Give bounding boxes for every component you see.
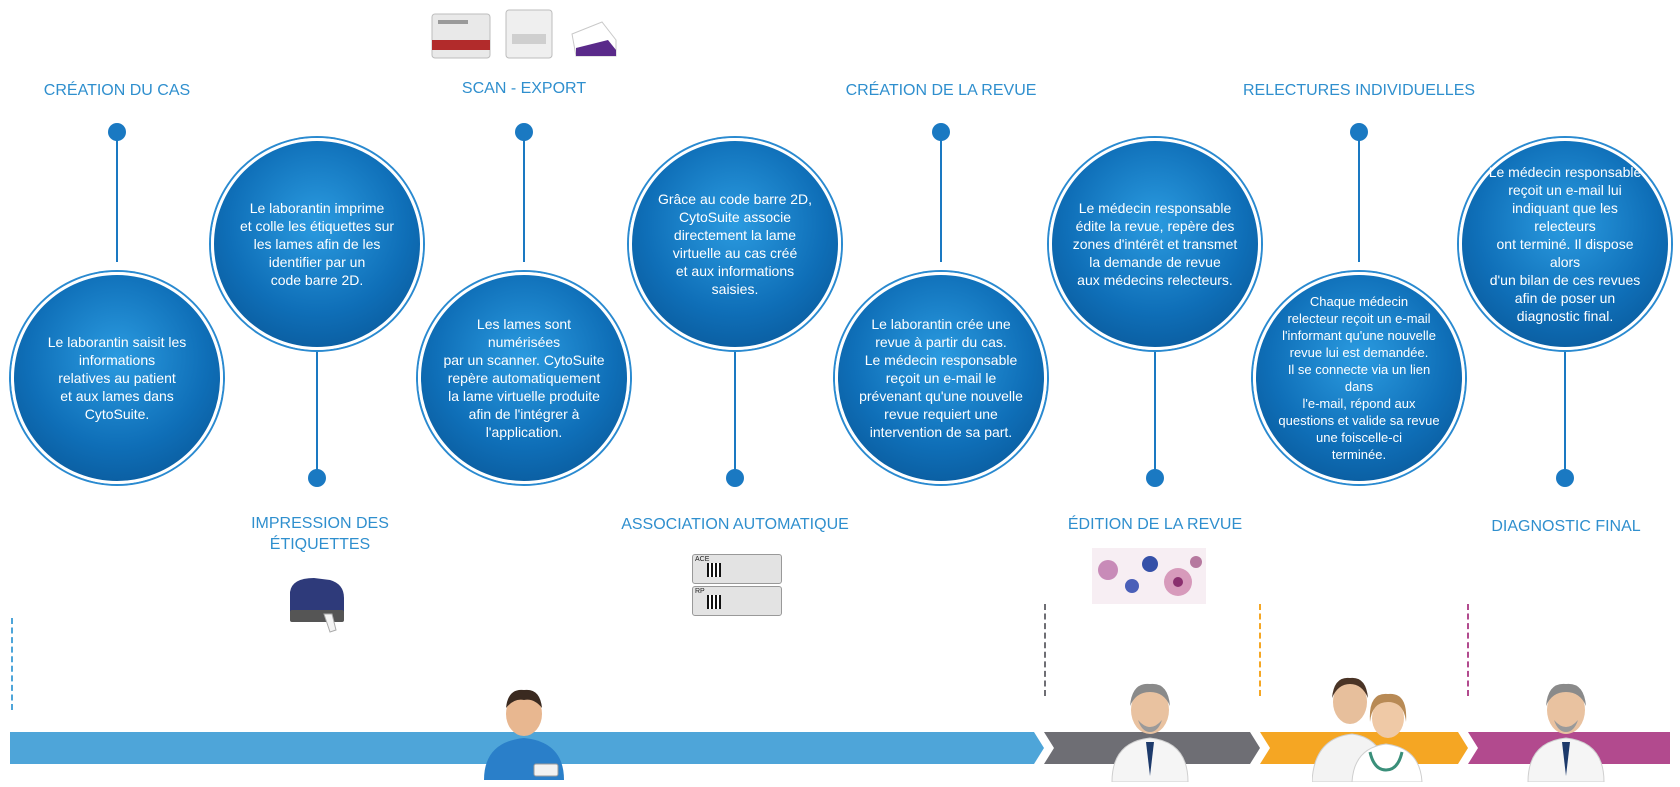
connector-line — [523, 132, 525, 262]
step-bubble-individual-reviews: Chaque médecin relecteur reçoit un e-mai… — [1253, 272, 1465, 484]
connector-line — [734, 350, 736, 478]
step-description: Le laborantin saisit les informations re… — [47, 334, 187, 422]
doctor-icon — [1108, 676, 1192, 783]
step-title-review-creation: CRÉATION DE LA REVUE — [845, 82, 1037, 99]
step-title-scan-export: SCAN - EXPORT — [461, 80, 587, 97]
lab-technician-icon — [478, 680, 570, 780]
reviewer-doctors-icon — [1311, 672, 1424, 783]
connector-line — [1358, 132, 1360, 262]
step-bubble-label-printing: Le laborantin imprime et colle les étiqu… — [211, 138, 423, 350]
step-description: Les lames sont numérisées par un scanner… — [443, 316, 605, 440]
timeline-dot — [1556, 469, 1574, 487]
timeline-dot — [308, 469, 326, 487]
timeline-dot — [726, 469, 744, 487]
phase-marker-reviews — [1259, 604, 1261, 696]
connector-line — [316, 350, 318, 478]
step-description: Le médecin responsable édite la revue, r… — [1072, 200, 1238, 288]
label-printer-icon — [284, 570, 350, 636]
process-track — [0, 728, 1680, 768]
step-bubble-scan-export: Les lames sont numérisées par un scanner… — [418, 272, 630, 484]
phase-marker-diagnosis — [1467, 604, 1469, 696]
step-bubble-final-diagnosis: Le médecin responsable reçoit un e-mail … — [1459, 138, 1671, 350]
connector-line — [1154, 350, 1156, 478]
doctor-icon — [1524, 676, 1608, 783]
step-description: Chaque médecin relecteur reçoit un e-mai… — [1278, 294, 1440, 462]
step-title-case-creation: CRÉATION DU CAS — [43, 82, 191, 99]
step-title-label-printing: IMPRESSION DES ÉTIQUETTES — [251, 515, 389, 553]
barcode-slides-icon: ACE RP — [692, 554, 782, 618]
slide-label: RP — [695, 588, 705, 595]
step-title-auto-association: ASSOCIATION AUTOMATIQUE — [621, 516, 849, 533]
step-bubble-case-creation: Le laborantin saisit les informations re… — [11, 272, 223, 484]
microscopy-cells-icon — [1092, 548, 1206, 604]
step-title-individual-reviews: RELECTURES INDIVIDUELLES — [1242, 82, 1476, 99]
step-description: Grâce au code barre 2D, CytoSuite associ… — [657, 191, 813, 297]
connector-line — [940, 132, 942, 262]
connector-line — [1564, 350, 1566, 478]
step-description: Le médecin responsable reçoit un e-mail … — [1488, 164, 1642, 324]
phase-marker-editing — [1044, 604, 1046, 696]
step-bubble-review-editing: Le médecin responsable édite la revue, r… — [1049, 138, 1261, 350]
step-bubble-review-creation: Le laborantin crée une revue à partir du… — [835, 272, 1047, 484]
phase-marker-lab — [11, 618, 13, 710]
step-title-final-diagnosis: DIAGNOSTIC FINAL — [1491, 518, 1641, 535]
step-description: Le laborantin imprime et colle les étiqu… — [239, 200, 395, 288]
connector-line — [116, 132, 118, 262]
slide-label: ACE — [695, 556, 710, 563]
timeline-dot — [1146, 469, 1164, 487]
scanner-devices-icon — [430, 8, 620, 60]
step-bubble-auto-association: Grâce au code barre 2D, CytoSuite associ… — [629, 138, 841, 350]
step-title-review-editing: ÉDITION DE LA REVUE — [1067, 516, 1243, 533]
step-description: Le laborantin crée une revue à partir du… — [859, 316, 1023, 440]
